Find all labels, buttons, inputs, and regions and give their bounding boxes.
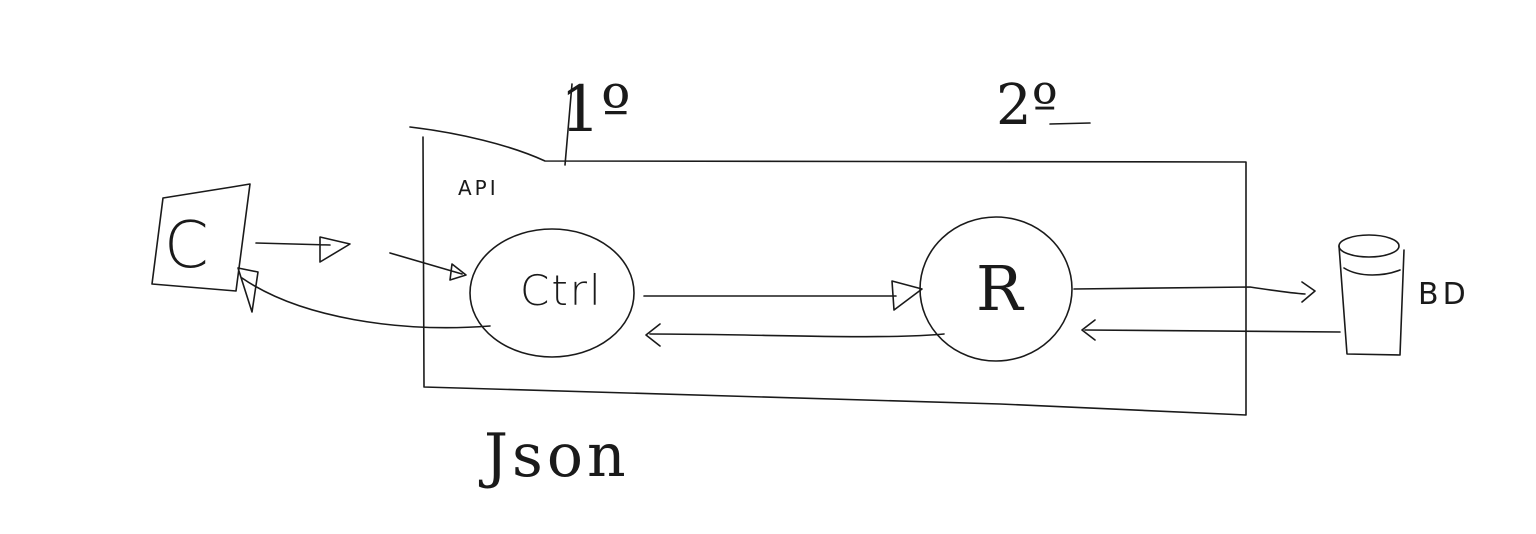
api-layer-label: API — [458, 176, 499, 200]
api-container-box — [409, 126, 1247, 416]
arrow-client-to-ctrl — [255, 236, 467, 281]
client-box — [151, 183, 251, 292]
arrow-db-to-repo — [1081, 319, 1341, 341]
format-label: Json — [484, 421, 630, 491]
repository-node-label: R — [976, 252, 1023, 325]
arrow-ctrl-to-client — [237, 267, 491, 329]
database-node-label: BD — [1418, 277, 1470, 312]
first-marker-label: 1º — [560, 73, 631, 147]
arrow-repo-to-ctrl — [645, 323, 945, 347]
database-cylinder — [1338, 234, 1405, 356]
first-marker-tick — [564, 83, 573, 166]
arrow-ctrl-to-repo — [643, 280, 923, 311]
client-node-label: C — [164, 209, 209, 283]
second-marker-label: 2º — [996, 73, 1058, 138]
controller-node — [469, 228, 635, 358]
controller-node-label: Ctrl — [520, 266, 603, 315]
arrow-repo-to-db — [1073, 281, 1316, 303]
second-marker-underline — [1049, 122, 1091, 125]
